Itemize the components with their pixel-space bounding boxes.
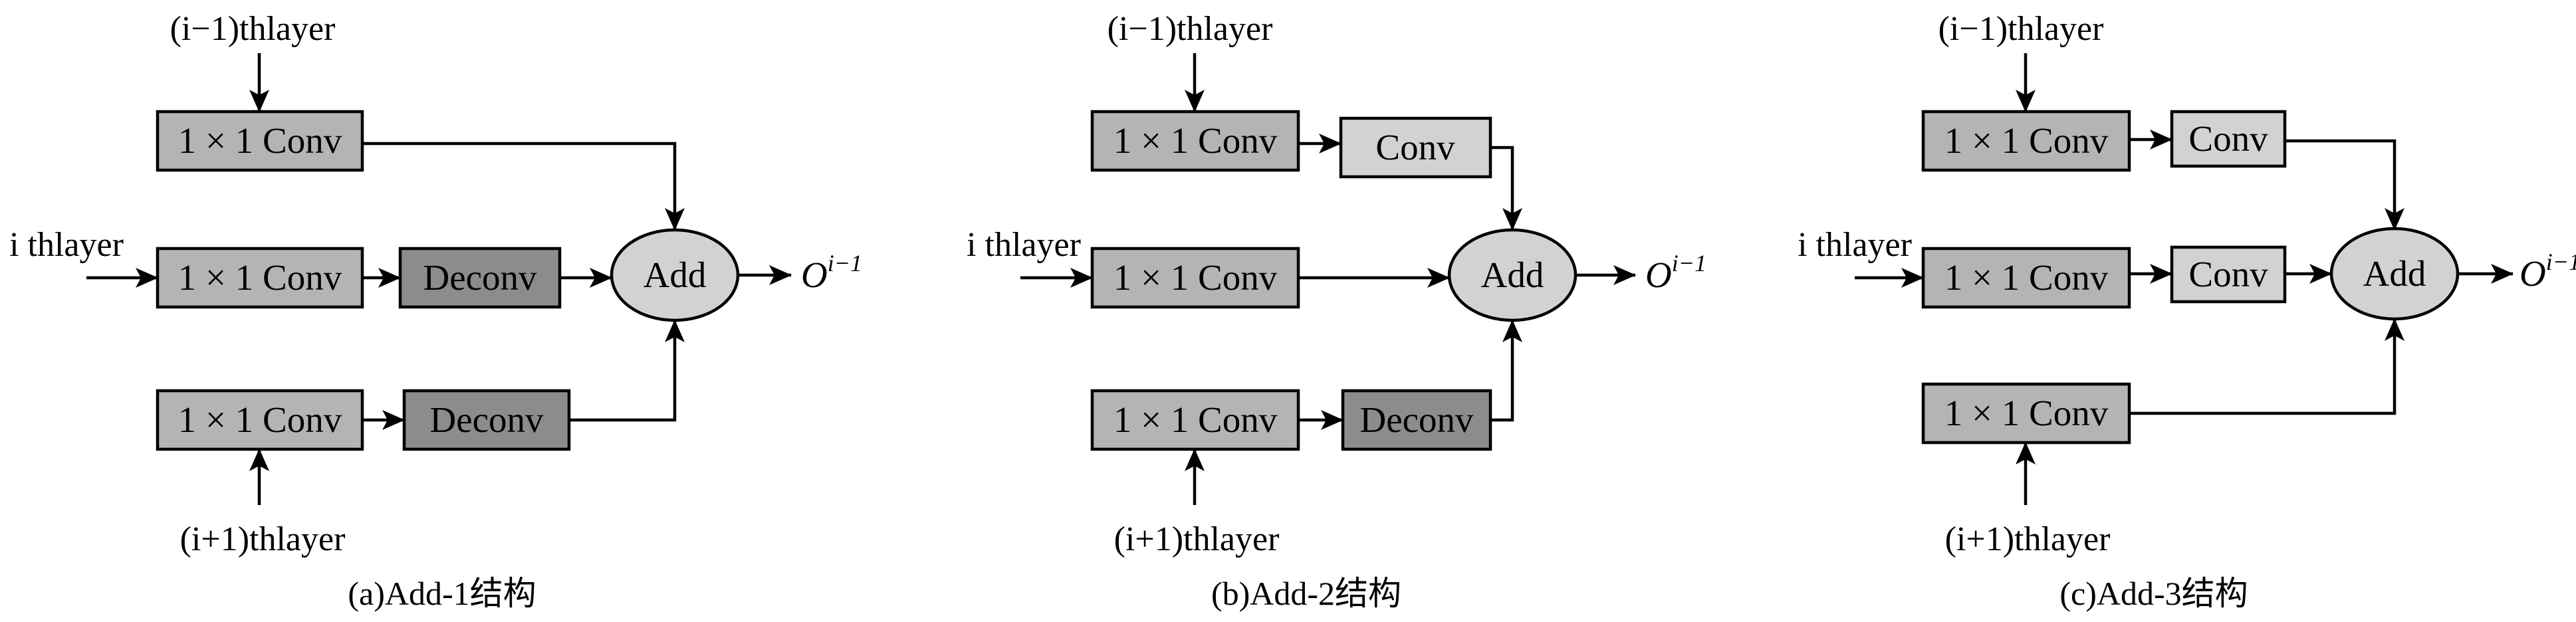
panel-a: (i−1)thlayer 1 × 1 Conv i thlayer 1 × 1 … [9,10,862,612]
top-conv-label: 1 × 1 Conv [1944,120,2109,161]
mid-deconv-label: Deconv [423,257,537,298]
caption-c: (c)Add-3结构 [2059,575,2248,612]
add-label: Add [644,255,707,295]
bot-conv-label: 1 × 1 Conv [178,399,342,440]
arrow-bot-to-add [569,320,685,422]
output-superscript: i−1 [828,250,862,276]
bot-input-label: (i+1)thlayer [180,520,346,558]
bot-conv-label: 1 × 1 Conv [1113,399,1278,440]
top-input-label: (i−1)thlayer [170,10,336,48]
mid-conv-box [1921,247,2131,309]
mid-input-label: i thlayer [1798,226,1912,264]
top-conv-label: 1 × 1 Conv [1113,120,1278,161]
caption-a: (a)Add-1结构 [348,575,536,612]
top-conv-box [1921,110,2131,172]
output-label: Oi−1 [801,250,862,295]
top-conv-box [1090,110,1300,172]
add-label: Add [2363,253,2426,294]
panel-b: (i−1)thlayer 1 × 1 Conv Conv i thlayer 1… [967,10,1706,612]
mid-op-box [2170,245,2287,304]
bot-input-label: (i+1)thlayer [1945,520,2111,558]
mid-op-label: Conv [2188,254,2268,294]
bot-deconv-box [402,389,571,451]
top-op-box [2170,110,2287,168]
output-symbol: O [2519,253,2546,294]
bot-input-label: (i+1)thlayer [1114,520,1280,558]
arrow-bot-to-add [2129,318,2404,415]
mid-deconv-box [398,247,562,309]
arrow-bot-to-add [1490,320,1522,422]
top-input-label: (i−1)thlayer [1938,10,2104,48]
top-input-label: (i−1)thlayer [1108,10,1273,48]
top-op-label: Conv [2188,118,2268,159]
bot-op-label: Deconv [1359,399,1474,440]
mid-conv-label: 1 × 1 Conv [178,257,342,298]
bot-deconv-label: Deconv [429,399,544,440]
arrow-top-to-add [362,142,685,231]
output-superscript: i−1 [1672,250,1706,276]
caption-b: (b)Add-2结构 [1211,575,1401,612]
bot-conv-label: 1 × 1 Conv [1944,393,2109,433]
mid-conv-label: 1 × 1 Conv [1944,257,2109,298]
output-symbol: O [1645,255,1672,295]
arrow-top-to-add [2285,139,2404,231]
mid-input-label: i thlayer [967,226,1081,264]
top-op-box [1339,116,1492,179]
arrow-top-to-add [1490,146,1522,231]
top-conv-box [156,110,364,172]
output-label: Oi−1 [1645,250,1706,295]
mid-conv-label: 1 × 1 Conv [1113,257,1278,298]
add-label: Add [1481,255,1544,295]
top-conv-label: 1 × 1 Conv [178,120,342,161]
output-label: Oi−1 [2519,249,2576,294]
top-op-label: Conv [1375,127,1455,167]
output-symbol: O [801,255,828,295]
mid-input-label: i thlayer [9,226,124,264]
panel-c: (i−1)thlayer 1 × 1 Conv Conv i thlayer 1… [1798,10,2576,612]
output-superscript: i−1 [2546,249,2576,275]
